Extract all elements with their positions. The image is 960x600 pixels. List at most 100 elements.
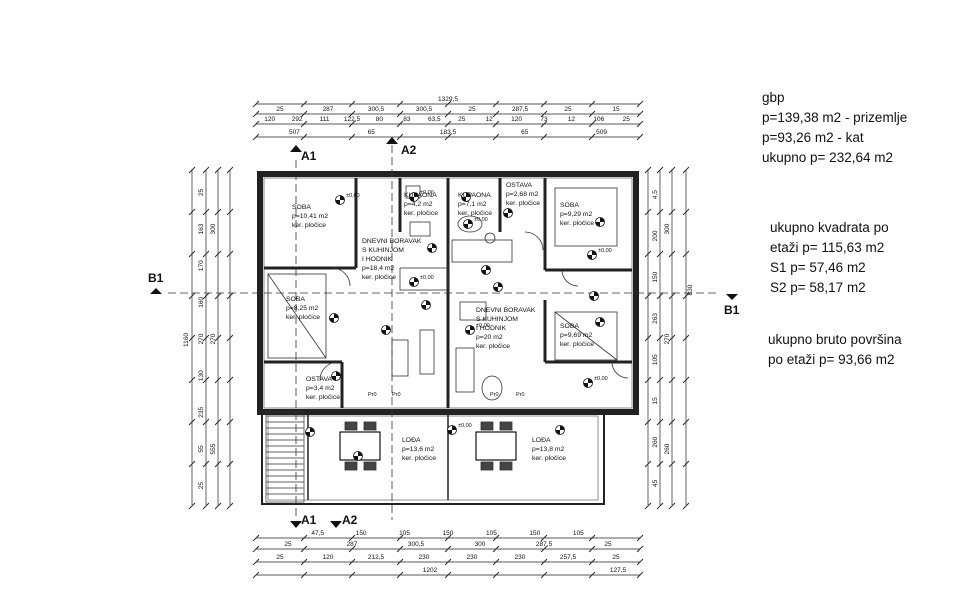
section-a2-bottom-arrow-icon	[330, 521, 342, 528]
dim-tick	[636, 571, 644, 579]
dim-bottom-row1-label: 105	[486, 530, 497, 537]
level-marker-icon: ±0,00	[465, 323, 490, 335]
dim-top-row2-label: 83	[403, 116, 411, 123]
room-name: LOĐA	[402, 437, 421, 444]
section-markers	[150, 137, 738, 528]
dim-tick	[682, 334, 690, 342]
dim-tick	[300, 100, 308, 108]
dim-top-row2-label: 120	[264, 116, 275, 123]
dim-tick	[668, 166, 676, 174]
dim-tick	[644, 502, 652, 510]
per-floor-value: etaži p= 115,63 m2	[770, 240, 885, 255]
door-mark: Pr0	[516, 392, 525, 398]
dim-tick	[644, 460, 652, 468]
dim-tick	[588, 545, 596, 553]
dim-right-outer-label: 150	[652, 271, 659, 282]
dim-tick	[656, 208, 664, 216]
dim-left-total: 1160	[183, 333, 190, 347]
dim-bottom-row2-label: 25	[604, 541, 612, 548]
level-value: ±0,00	[420, 275, 434, 281]
dim-tick	[444, 120, 452, 128]
dim-tick	[348, 120, 356, 128]
dim-top-row1-label: 300,5	[416, 106, 433, 113]
dim-bottom-row2-label: 300	[475, 541, 486, 548]
dim-tick	[682, 502, 690, 510]
dim-tick	[492, 545, 500, 553]
dim-top-row1-label: 287	[323, 106, 334, 113]
dim-tick	[540, 133, 548, 141]
room-floor-finish: ker. pločice	[532, 455, 566, 462]
door-mark: Pr0	[368, 392, 377, 398]
dim-bottom-row1-label: 105	[573, 530, 584, 537]
dim-tick	[588, 110, 596, 118]
dim-right-outer-label: 105	[652, 354, 659, 365]
dim-tick	[492, 558, 500, 566]
dim-top-row2-label: 80	[376, 116, 384, 123]
dim-top-row1-label: 25	[468, 106, 476, 113]
gross-area-summary: ukupno bruto površina po etaži p= 93,66 …	[768, 330, 902, 370]
dim-tick	[444, 558, 452, 566]
dim-bottom-row3-label: 212,5	[368, 554, 385, 561]
dim-right-total: 830	[687, 284, 694, 295]
dim-tick	[636, 120, 644, 128]
level-marker-icon	[555, 425, 565, 435]
dim-tick	[682, 250, 690, 258]
room-floor-finish: ker. pločice	[560, 341, 594, 348]
dim-tick	[682, 166, 690, 174]
dim-tick	[188, 418, 196, 426]
dim-tick	[644, 292, 652, 300]
room-name: LOĐA	[532, 437, 551, 444]
dim-tick	[188, 292, 196, 300]
room-floor-finish: ker. pločice	[476, 343, 510, 350]
dim-tick	[226, 208, 234, 216]
room-name: KUPAONA	[458, 192, 491, 199]
dim-tick	[348, 558, 356, 566]
dim-tick	[214, 418, 222, 426]
level-marker-icon	[461, 192, 471, 202]
level-marker-icon: ±0,00	[409, 275, 434, 287]
dim-tick	[492, 120, 500, 128]
dim-top-row2-label: 120	[511, 116, 522, 123]
dim-tick	[202, 418, 210, 426]
room-area: p=13,8 m2	[532, 446, 565, 453]
dim-bottom-right: 127,5	[610, 567, 627, 574]
room-name: SOBA	[560, 202, 579, 209]
dim-right-outer-label: 263	[652, 313, 659, 324]
room-name: OSTAVA	[306, 376, 333, 383]
gbp-summary: gbp p=139,38 m2 - prizemlje p=93,26 m2 -…	[762, 88, 907, 168]
room-name: DNEVNI BORAVAK	[362, 238, 422, 245]
level-value: ±0,00	[598, 248, 612, 254]
dim-tick	[300, 120, 308, 128]
dim-tick	[300, 110, 308, 118]
dim-bottom-row3-label: 120	[323, 554, 334, 561]
level-value: ±0,00	[476, 323, 490, 329]
level-value: ±0,00	[594, 376, 608, 382]
dim-tick	[668, 502, 676, 510]
dim-bottom-row2-label: 287	[347, 541, 358, 548]
dim-bottom-row3-label: 25	[612, 554, 620, 561]
dim-top-row2-label: 111	[320, 116, 330, 123]
room-name: SOBA	[286, 296, 305, 303]
level-marker-icon	[503, 208, 513, 218]
room-area: p=10,41 m2	[292, 213, 328, 220]
dim-tick	[444, 534, 452, 542]
dim-tick	[636, 545, 644, 553]
dim-tick	[540, 534, 548, 542]
room-name: S KUHINJOM	[476, 316, 518, 323]
dim-tick	[226, 418, 234, 426]
dim-tick	[644, 418, 652, 426]
dim-tick	[396, 110, 404, 118]
dim-tick	[668, 292, 676, 300]
dim-left-outer-label: 270	[198, 333, 205, 344]
dim-tick	[588, 100, 596, 108]
dim-tick	[540, 558, 548, 566]
level-markers: ±0,00±0,00±0,00±0,00±0,00±0,00±0,00±0,00…	[305, 190, 612, 461]
dim-tick	[226, 250, 234, 258]
dim-top-row3-label: 509	[596, 129, 607, 136]
door-mark: Pr0	[392, 392, 401, 398]
dim-left-mid-label: 270	[210, 333, 217, 344]
